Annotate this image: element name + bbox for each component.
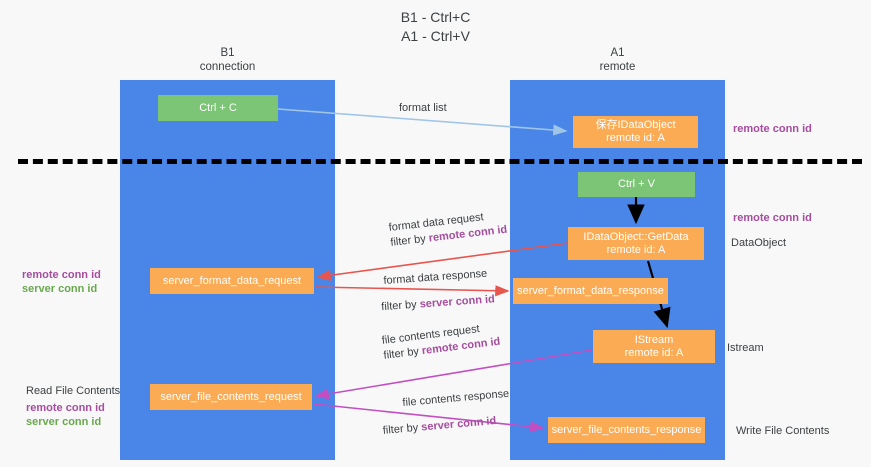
edge-label-format-data-response-filter: filter by server conn id — [381, 292, 495, 315]
node-ctrl-v[interactable]: Ctrl + V — [578, 172, 695, 197]
node-istream-remote-id: remote id: A — [624, 346, 684, 359]
filter-key-server-conn-id: server conn id — [420, 414, 497, 434]
lane-header-b1: B1 connection — [120, 46, 335, 74]
filter-prefix: filter by — [389, 232, 430, 249]
filter-key-server-conn-id: server conn id — [419, 293, 496, 311]
node-server-format-data-response-label: server_format_data_response — [517, 284, 664, 297]
node-getdata-label: IDataObject::GetData — [583, 230, 689, 243]
annotation-left-remote-conn-id-2: remote conn id — [26, 402, 105, 414]
node-idataobject-getdata[interactable]: IDataObject::GetData remote id: A — [568, 227, 704, 260]
filter-prefix: filter by — [380, 298, 421, 314]
node-save-idataobject[interactable]: 保存IDataObject remote id: A — [573, 116, 698, 148]
edge-label-file-contents-response-filter: filter by server conn id — [382, 413, 512, 439]
node-ctrl-c-label: Ctrl + C — [199, 101, 237, 114]
node-ctrl-c[interactable]: Ctrl + C — [158, 95, 278, 121]
edge-label-format-list: format list — [399, 102, 447, 114]
edge-label-format-data-response: format data response filter by server co… — [381, 266, 495, 315]
annotation-left-remote-conn-id-1: remote conn id — [22, 269, 101, 281]
node-server-format-data-request[interactable]: server_format_data_request — [150, 268, 314, 294]
edge-label-format-data-request: format data request filter by remote con… — [388, 208, 508, 251]
annotation-write-file-contents: Write File Contents — [736, 425, 830, 437]
annotation-remote-conn-id-top: remote conn id — [733, 123, 812, 135]
edge-label-format-data-response-main: format data response — [383, 267, 488, 287]
annotation-dataobject: DataObject — [731, 237, 787, 249]
annotation-left-server-conn-id-2: server conn id — [26, 416, 102, 428]
node-server-file-contents-request-label: server_file_contents_request — [160, 390, 302, 403]
page-title: B1 - Ctrl+C A1 - Ctrl+V — [0, 8, 871, 46]
filter-prefix: filter by — [382, 421, 422, 437]
title-line-2: A1 - Ctrl+V — [401, 28, 470, 44]
node-server-file-contents-response-label: server_file_contents_response — [551, 423, 702, 436]
annotation-left-conn-ids-1: remote conn id server conn id — [22, 268, 101, 296]
node-save-idataobject-remote-id: remote id: A — [606, 132, 665, 144]
node-istream-label: IStream — [634, 333, 674, 346]
node-server-file-contents-response[interactable]: server_file_contents_response — [548, 417, 705, 443]
edge-label-file-contents-response: file contents response filter by server … — [380, 387, 512, 439]
annotation-istream: Istream — [727, 342, 764, 354]
edge-label-file-contents-response-main: file contents response — [402, 387, 510, 410]
node-ctrl-v-label: Ctrl + V — [618, 178, 655, 190]
node-server-format-data-request-label: server_format_data_request — [162, 274, 302, 287]
annotation-read-file-contents: Read File Contents — [26, 385, 121, 397]
lane-header-a1: A1 remote — [510, 46, 725, 74]
lane-b1-name: B1 — [220, 47, 235, 59]
title-line-1: B1 - Ctrl+C — [400, 9, 471, 25]
node-server-file-contents-request[interactable]: server_file_contents_request — [150, 384, 312, 410]
phase-divider — [18, 159, 862, 164]
node-istream[interactable]: IStream remote id: A — [593, 330, 715, 363]
annotation-left-server-conn-id-1: server conn id — [22, 283, 98, 295]
edge-label-file-contents-request: file contents request filter by remote c… — [381, 320, 501, 364]
annotation-remote-conn-id-mid: remote conn id — [733, 212, 812, 224]
node-getdata-remote-id: remote id: A — [606, 243, 666, 256]
lane-b1-role: connection — [199, 61, 256, 73]
annotation-left-conn-ids-2: remote conn id server conn id — [26, 401, 105, 429]
node-server-format-data-response[interactable]: server_format_data_response — [513, 278, 668, 304]
filter-prefix: filter by — [382, 345, 423, 362]
lane-a1-role: remote — [599, 61, 636, 73]
node-save-idataobject-label: 保存IDataObject — [595, 119, 676, 131]
lane-a1-name: A1 — [610, 47, 625, 59]
